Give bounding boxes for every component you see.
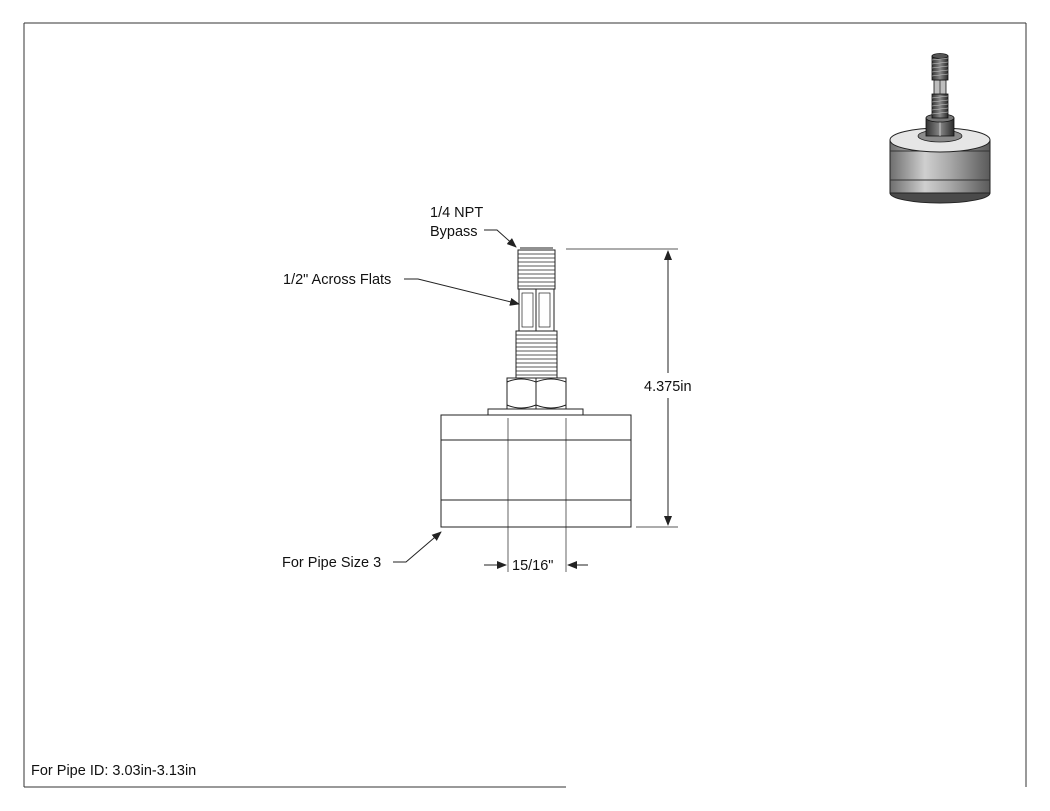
body-block <box>440 414 632 528</box>
width-dimension <box>484 527 588 572</box>
isometric-view <box>889 53 991 204</box>
pipe-size-label: For Pipe Size 3 <box>282 555 381 571</box>
npt-label-line1: 1/4 NPT <box>430 205 483 221</box>
sheet-border <box>23 22 1027 788</box>
width-dimension-label: 15/16" <box>512 558 553 574</box>
leader-lines <box>393 229 520 563</box>
npt-label-line2: Bypass <box>430 224 478 240</box>
thread-lines <box>516 253 557 376</box>
height-dimension <box>566 248 678 528</box>
across-flats-label: 1/2" Across Flats <box>283 272 391 288</box>
upper-thread <box>517 249 556 290</box>
height-dimension-label: 4.375in <box>644 379 692 395</box>
front-view <box>440 247 632 528</box>
pipe-id-label: For Pipe ID: 3.03in-3.13in <box>31 763 196 779</box>
washer-plate <box>487 408 584 416</box>
